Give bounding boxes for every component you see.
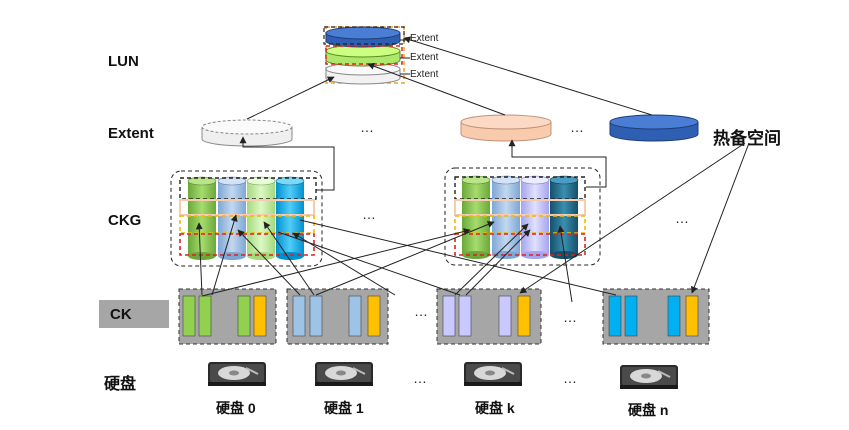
lun-extent-label-3: Extent [410,69,439,80]
disk-label-1: 硬盘 1 [324,400,364,416]
layer-label-disk: 硬盘 [104,376,137,393]
ckg-group-1 [170,170,323,267]
ck-box-disk-0 [178,288,277,345]
lun-stack [323,26,405,85]
layer-label-lun: LUN [108,53,139,70]
disk-label-0: 硬盘 0 [216,400,256,416]
layer-label-ck: CK [110,306,132,323]
ellipsis-disk-2: … [563,370,578,386]
hard-disk-icon [208,362,266,386]
ellipsis-extent-1: … [360,119,375,135]
ck-box-disk-k [436,288,542,345]
layer-label-ck-box [99,300,169,328]
ellipsis-ck-3: … [414,303,429,319]
ellipsis-disk-1: … [413,370,428,386]
extent-white [201,119,293,147]
extent-dark-blue [609,114,699,142]
disk-label-n: 硬盘 n [628,402,669,418]
hard-disk-icon [464,362,522,386]
hard-disk-icon [620,365,678,389]
ck-box-disk-1 [286,288,389,345]
lun-extent-label-2: Extent [410,52,439,63]
hard-disk-icon [315,362,373,386]
connector-lines [195,36,750,303]
layer-label-ckg: CKG [108,212,142,229]
hot-spare-label: 热备空间 [713,129,781,148]
disk-label-k: 硬盘 k [475,400,515,416]
ellipsis-extent-2: … [570,119,585,135]
ck-box-disk-n [602,288,710,345]
ellipsis-ck-5: … [563,309,578,325]
ellipsis-ckg-2: … [675,210,690,226]
ellipsis-ckg-1: … [362,206,377,222]
lun-extent-label-1: Extent [410,33,439,44]
layer-label-extent: Extent [108,125,154,142]
extent-salmon [460,114,552,142]
ckg-group-2 [444,167,601,266]
